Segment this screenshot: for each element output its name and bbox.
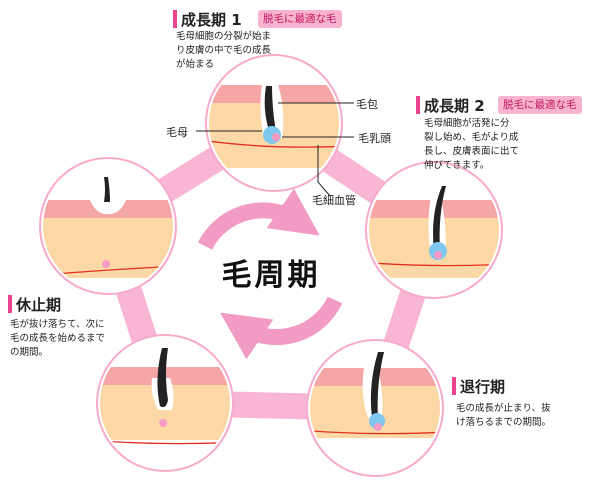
stage-3-accent-bar [452,377,456,395]
stage-3-title: 退行期 [460,378,506,396]
label-capillary: 毛細血管 [312,194,356,207]
stage-2-accent-bar [416,96,420,114]
stage-1-title: 成長期 1 [181,11,242,29]
telogen-rest-illustration [39,157,177,295]
stage-2-description: 毛母細胞が活発に分 裂し始め、毛がより成 長し、皮膚表面に出て 伸びてきます。 [424,118,520,171]
cycle-arrows-icon [197,188,343,360]
stage-1-badge: 脱毛に最適な毛 [258,10,342,28]
stage-2-badge: 脱毛に最適な毛 [498,96,582,114]
growth-phase-2-illustration [365,161,503,299]
stage-2-title: 成長期 2 [424,97,485,115]
stage-4-accent-bar [8,295,12,313]
catagen-phase-illustration [306,339,444,477]
cycle-title: 毛周期 [221,258,321,293]
stage-1-description: 毛母細胞の分裂が始ま り皮膚の中で毛の成長 が始まる [176,31,272,70]
stage-1-accent-bar [173,10,177,28]
label-papilla: 毛乳頭 [358,132,391,145]
label-matrix: 毛母 [166,126,188,139]
stage-4-description: 毛が抜け落ちて、次に 毛の成長を始めるまで の期間。 [10,319,106,358]
growth-phase-1-illustration [196,54,354,197]
telogen-falling-illustration [96,334,234,472]
stage-4-title: 休止期 [16,296,62,314]
stage-3-description: 毛の成長が止まり、抜 け落ちるまでの期間。 [456,403,552,428]
label-follicle: 毛包 [356,98,378,111]
